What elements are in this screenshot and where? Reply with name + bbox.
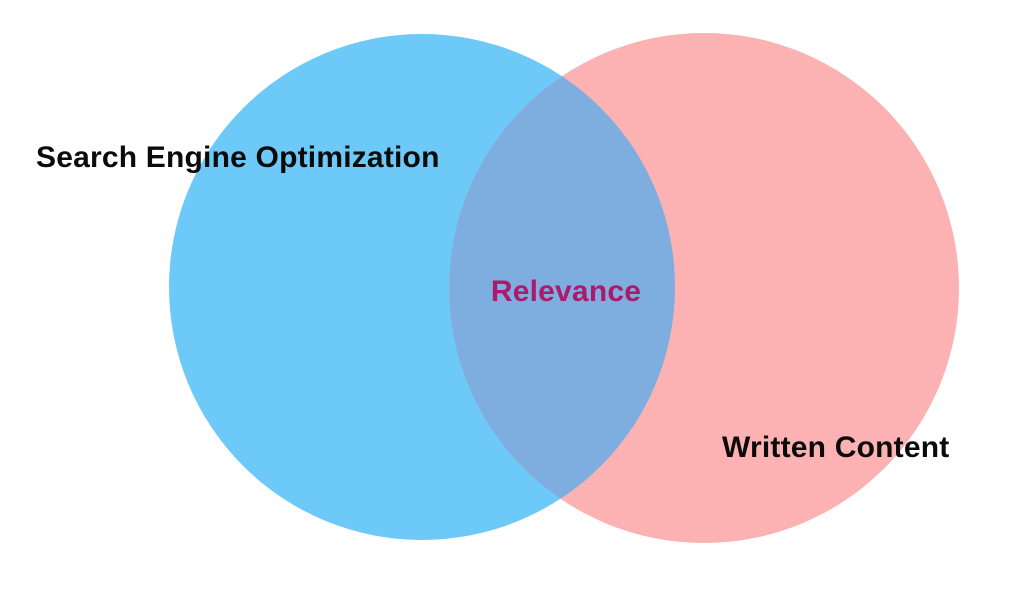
intersection-lens (449, 34, 675, 540)
written-content-circle-label: Written Content (722, 431, 950, 464)
seo-circle-label: Search Engine Optimization (36, 141, 440, 174)
intersection-label: Relevance (490, 275, 642, 308)
